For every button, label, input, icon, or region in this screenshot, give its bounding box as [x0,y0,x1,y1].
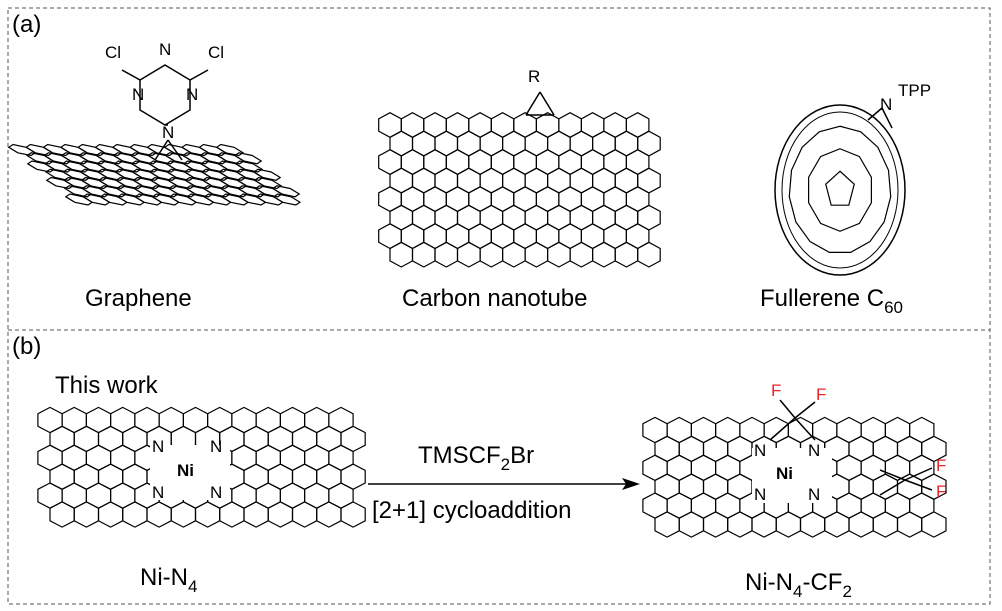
reagent-label: TMSCF2Br [418,442,534,474]
triazine-substituent [121,64,209,161]
hexagon-ring [267,501,294,528]
reactant-center: N N N N Ni [150,437,230,502]
hexagon-ring [271,185,301,198]
reaction-arrow [368,478,640,490]
hexagon-ring [122,501,148,528]
fullerene-c60 [774,104,906,276]
hexagon-ring [272,193,302,206]
fluorine-atom: F [936,456,946,475]
hexagon-ring [678,511,705,538]
hexagon-ring [170,501,197,528]
cyclopropane-r [525,91,555,116]
svg-text:N: N [152,483,164,502]
nanotube-label: Carbon nanotube [402,285,587,312]
hexagon-ring [751,511,777,538]
fullerene-ring [825,170,855,206]
hexagon-ring [727,511,753,538]
hexagon-ring [896,511,923,538]
hexagon-ring [614,241,639,268]
hexagon-ring [97,501,124,528]
svg-text:N: N [754,485,766,504]
outer-border [7,7,991,605]
fullerene-ring [867,106,893,129]
product-center: N N N N Ni [752,441,832,504]
atom-n-aziridine: N [162,123,174,142]
hexagon-ring [546,241,571,268]
hexagon-ring [316,501,342,528]
svg-text:N: N [152,437,164,456]
hexagon-ring [637,241,661,268]
fullerene-ring [808,148,872,232]
hexagon-ring [73,501,100,528]
atom-cl-right: Cl [208,43,224,62]
svg-text:N: N [754,441,766,460]
atom-n-right: N [186,85,198,104]
hexagon-ring [502,241,526,268]
hexagon-ring [799,511,826,538]
ni-atom: Ni [177,461,194,480]
hexagon-ring [569,241,594,268]
hexagon-ring [194,501,221,528]
svg-text:N: N [808,441,820,460]
hexagon-ring [775,511,802,538]
hexagon-ring [702,511,729,538]
fluorine-atom: F [816,385,826,404]
hexagon-ring [434,241,459,268]
atom-r: R [528,67,540,86]
reaction-type: [2+1] cycloaddition [372,497,571,524]
cf2-bridges [769,399,933,496]
this-work-caption: This work [55,372,159,399]
hexagon-ring [921,511,947,538]
hexagon-ring [872,511,899,538]
hexagon-ring [591,241,616,268]
panel-b-label: (b) [12,333,41,360]
svg-text:N: N [210,437,222,456]
hexagon-ring [291,501,318,528]
hexagon-ring [340,501,366,528]
hexagon-ring [215,143,245,157]
hexagon-ring [824,511,850,538]
hexagon-ring [233,152,263,165]
hexagon-ring [234,160,264,173]
atom-tpp: TPP [898,81,931,100]
hexagon-ring [479,241,504,268]
graphene-label: Graphene [85,285,192,312]
panel-a-label: (a) [12,11,41,38]
fluorine-atom: F [936,482,946,501]
reactant-label: Ni-N4 [140,564,197,596]
hexagon-ring [146,501,172,528]
fullerene-ring [774,104,906,276]
hexagon-ring [243,501,269,528]
hexagon-ring [411,241,436,268]
graphene-sheet [7,143,302,206]
hexagon-ring [253,176,283,190]
hexagon-ring [219,501,245,528]
carbon-nanotube [378,112,661,268]
product-label: Ni-N4-CF2 [745,569,852,601]
hexagon-ring [654,511,680,538]
fluorine-atom: F [771,381,781,400]
svg-text:N: N [210,483,222,502]
svg-text:Ni: Ni [776,464,793,483]
atom-n-top: N [159,40,171,59]
fullerene-label: Fullerene C60 [760,285,903,317]
hexagon-ring [49,501,75,528]
fullerene-ring [781,111,899,269]
hexagon-ring [252,168,282,181]
atom-n-fullerene: N [880,95,892,114]
hexagon-ring [848,511,874,538]
hexagon-ring [456,241,481,268]
atom-n-left: N [132,85,144,104]
atom-cl-left: Cl [105,43,121,62]
svg-text:N: N [808,485,820,504]
fullerene-ring [788,125,892,253]
hexagon-ring [389,241,414,268]
hexagon-ring [524,241,549,268]
